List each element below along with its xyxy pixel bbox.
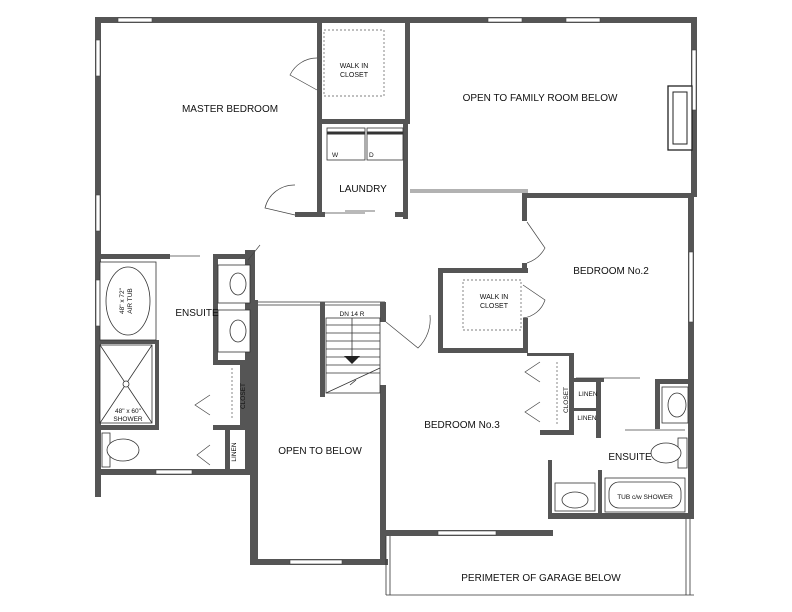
doors (170, 57, 685, 466)
label-walk-in-1b: CLOSET (340, 72, 369, 79)
label-master-bedroom: MASTER BEDROOM (182, 104, 278, 115)
interior-walls (95, 22, 694, 518)
label-linen-1: LINEN (578, 391, 597, 398)
label-open-to-below: OPEN TO BELOW (278, 446, 362, 457)
label-dryer: D (369, 152, 374, 159)
label-walk-in-2a: WALK IN (480, 294, 509, 301)
label-walk-in-1a: WALK IN (340, 63, 369, 70)
room-labels: MASTER BEDROOM WALK IN CLOSET OPEN TO FA… (113, 63, 673, 584)
garage-perimeter (385, 519, 694, 596)
label-shower-b: SHOWER (113, 416, 143, 423)
label-tub-shower: TUB c/w SHOWER (617, 494, 673, 501)
label-walk-in-2b: CLOSET (480, 303, 509, 310)
label-air-tub-b: AIR TUB (127, 288, 134, 314)
laundry-fixtures (326, 127, 404, 161)
label-open-to-family: OPEN TO FAMILY ROOM BELOW (463, 93, 618, 104)
label-bedroom-3: BEDROOM No.3 (424, 420, 500, 431)
label-stairs: DN 14 R (340, 311, 365, 318)
label-ensuite-2: ENSUITE (608, 452, 652, 463)
stairs-graphic (325, 317, 381, 394)
right-ensuite-fixtures (554, 386, 689, 513)
label-ensuite-master: ENSUITE (175, 308, 219, 319)
label-closet-b3: CLOSET (563, 387, 570, 413)
label-linen-master: LINEN (231, 442, 238, 461)
label-linen-2: LINEN (577, 415, 596, 422)
label-garage: PERIMETER OF GARAGE BELOW (461, 573, 621, 584)
label-laundry: LAUNDRY (339, 184, 387, 195)
label-shower-a: 48" x 60" (115, 408, 142, 415)
label-closet-master: CLOSET (240, 383, 247, 409)
master-ensuite-fixtures (99, 261, 251, 468)
label-bedroom-2: BEDROOM No.2 (573, 266, 649, 277)
label-air-tub-a: 48" x 72" (119, 287, 126, 314)
label-washer: W (332, 152, 339, 159)
